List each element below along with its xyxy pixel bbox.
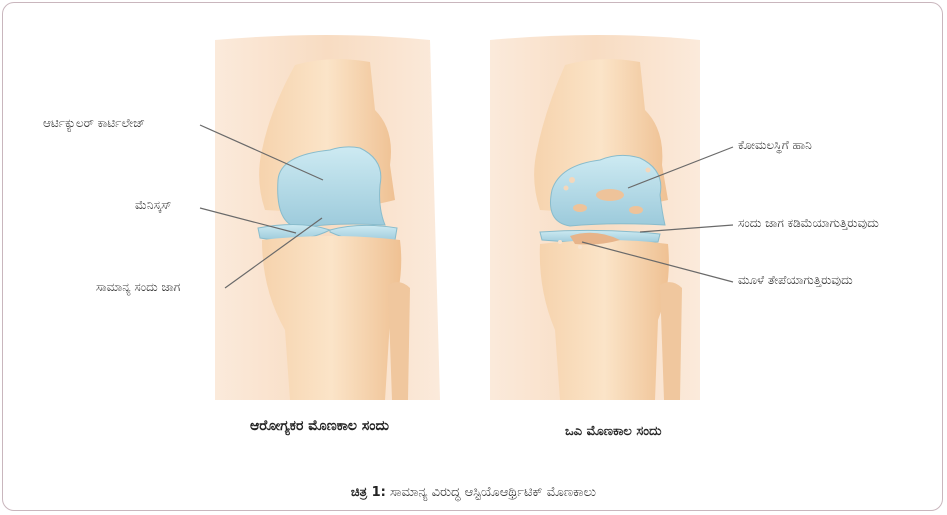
label-normal-joint-space: ಸಾಮಾನ್ಯ ಸಂದು ಜಾಗ [96,280,180,295]
oa-knee [490,35,700,400]
healthy-knee [215,35,440,400]
title-healthy-knee: ಆರೋಗ್ಯಕರ ಮೊಣಕಾಲ ಸಂದು [250,418,389,434]
caption-text: ಸಾಮಾನ್ಯ ವಿರುದ್ಧ ಆಸ್ಟಿಯೊಆರ್ಥ್ರಿಟಿಕ್ ಮೊಣಕಾ… [386,485,596,500]
label-meniscus: ಮೆನಿಸ್ಕಸ್ [135,198,171,213]
figure-caption: ಚಿತ್ರ 1: ಸಾಮಾನ್ಯ ವಿರುದ್ಧ ಆಸ್ಟಿಯೊಆರ್ಥ್ರಿಟ… [0,485,947,500]
label-articular-cartilage: ಆರ್ಟಿಕ್ಯುಲರ್ ಕಾರ್ಟಿಲೇಜ್ [43,116,145,131]
label-joint-space-narrowing: ಸಂದು ಜಾಗ ಕಡಿಮೆಯಾಗುತ್ತಿರುವುದು [738,216,879,231]
title-oa-knee: ಒಎ ಮೊಣಕಾಲ ಸಂದು [565,424,662,439]
label-bone-wear: ಮೂಳೆ ತೇಪೆಯಾಗುತ್ತಿರುವುದು [738,273,853,288]
label-cartilage-damage: ಕೋಮಲಸ್ಥಿಗೆ ಹಾನಿ [738,138,812,153]
caption-prefix: ಚಿತ್ರ 1: [351,485,386,500]
